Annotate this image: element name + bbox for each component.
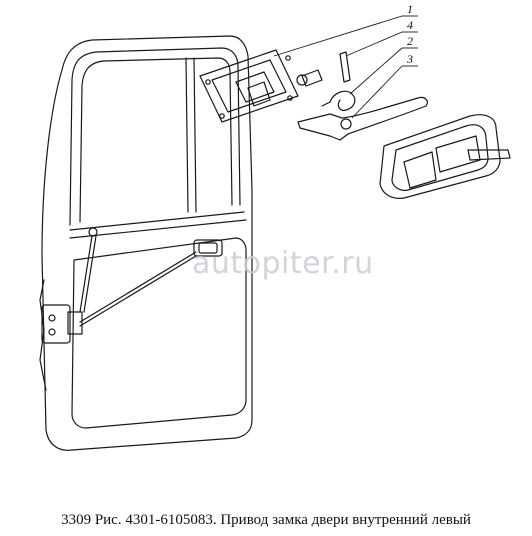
lock-bracket	[67, 311, 83, 335]
lock-bolt-2	[48, 328, 56, 336]
callout-1-leader	[273, 15, 403, 57]
callout-label-2: 2	[407, 34, 413, 48]
window-frame-inner	[79, 57, 233, 223]
inner-panel	[71, 237, 247, 429]
plate-hole	[219, 113, 225, 119]
lock-rod	[79, 235, 93, 313]
handle-grip	[467, 149, 511, 161]
inner-handle-housing	[379, 114, 501, 199]
part-1-plate-inner	[211, 59, 287, 113]
window-frame	[69, 47, 241, 226]
door-handle-housing	[193, 239, 223, 257]
part-1-recess	[235, 71, 275, 103]
handle-link-rod	[79, 251, 197, 323]
window-post-edge	[193, 57, 197, 213]
inner-handle-housing-rim	[391, 124, 489, 191]
lock-mechanism	[41, 304, 71, 344]
figure-caption: 3309 Рис. 4301-6105083. Привод замка две…	[61, 512, 471, 528]
window-post	[185, 57, 189, 213]
lock-bolt	[48, 314, 56, 322]
plate-hole	[205, 79, 211, 85]
part-2-spring	[329, 90, 356, 111]
fixing-screw-head	[296, 74, 308, 86]
spring-leg	[321, 101, 331, 107]
callout-label-4: 4	[407, 18, 413, 32]
callout-2-leader	[349, 47, 403, 95]
door-handle-recess	[198, 242, 218, 254]
belt-line	[69, 211, 245, 231]
housing-pocket	[435, 135, 481, 173]
callout-4-leader	[345, 31, 403, 57]
handle-link-rod-edge	[79, 255, 197, 327]
part-4-pin	[339, 51, 351, 83]
callout-3-leader	[351, 65, 403, 119]
lock-button	[88, 227, 98, 237]
fixing-screw	[301, 69, 323, 87]
part-1-tab	[247, 81, 271, 107]
part-1-plate	[199, 49, 299, 123]
callout-label-1: 1	[407, 2, 413, 16]
lock-rod-edge	[83, 235, 97, 313]
part-3-lever	[297, 96, 428, 141]
callout-label-3: 3	[406, 52, 413, 66]
lever-pivot	[340, 118, 352, 130]
watermark-text: autopiter.ru	[192, 246, 374, 281]
door-outline	[41, 35, 253, 451]
housing-recess	[403, 151, 437, 189]
belt-line-lower	[69, 219, 247, 239]
hinge-edge	[39, 279, 47, 391]
plate-hole	[287, 95, 293, 101]
plate-hole	[285, 55, 291, 61]
